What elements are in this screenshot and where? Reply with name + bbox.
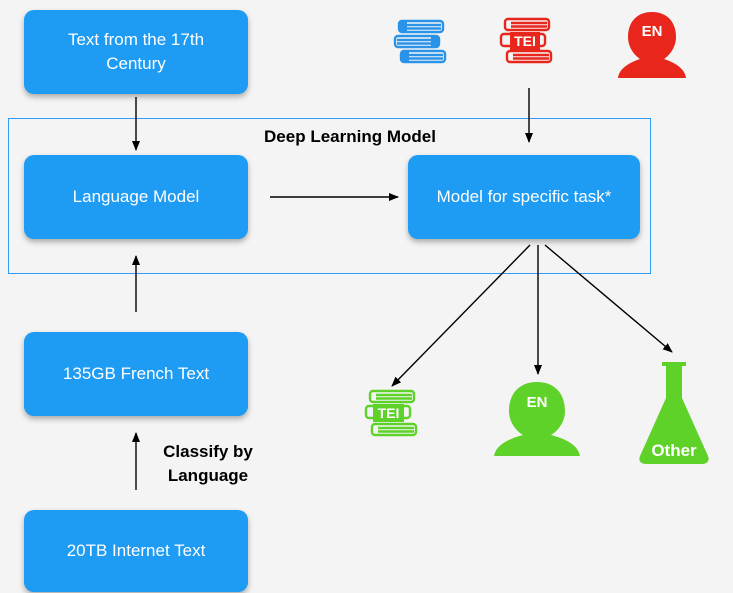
specific-task-model-label: Model for specific task* (436, 187, 612, 206)
en-input-label: EN (641, 23, 663, 40)
arrow-specific-to-tei-output (391, 244, 531, 387)
en-output-icon: EN (492, 380, 582, 458)
en-output-label: EN (526, 394, 548, 411)
en-input-icon: EN (616, 10, 688, 80)
language-model-box: Language Model (24, 155, 248, 239)
flask-icon: Other (638, 360, 710, 466)
french-text-label: 135GB French Text (62, 364, 210, 383)
internet-text-box: 20TB Internet Text (24, 510, 248, 592)
text-17th-century-label: Text from the 17th Century (67, 30, 205, 73)
specific-task-model-box: Model for specific task* (408, 155, 640, 239)
internet-text-label: 20TB Internet Text (66, 541, 206, 560)
classify-by-language-label: Classify by Language (163, 442, 253, 485)
tei-output-label: TEI (377, 405, 400, 421)
tei-output-icon: TEI (362, 388, 422, 444)
deep-learning-model-frame (8, 118, 651, 274)
deep-learning-model-title: Deep Learning Model (264, 127, 436, 146)
arrow-specific-to-other-output (544, 244, 673, 353)
tei-input-icon: TEI (497, 16, 555, 70)
other-output-label: Other (651, 441, 697, 460)
text-17th-century-box: Text from the 17th Century (24, 10, 248, 94)
french-text-box: 135GB French Text (24, 332, 248, 416)
books-icon (393, 19, 447, 64)
language-model-label: Language Model (72, 187, 200, 206)
tei-input-label: TEI (514, 33, 536, 49)
